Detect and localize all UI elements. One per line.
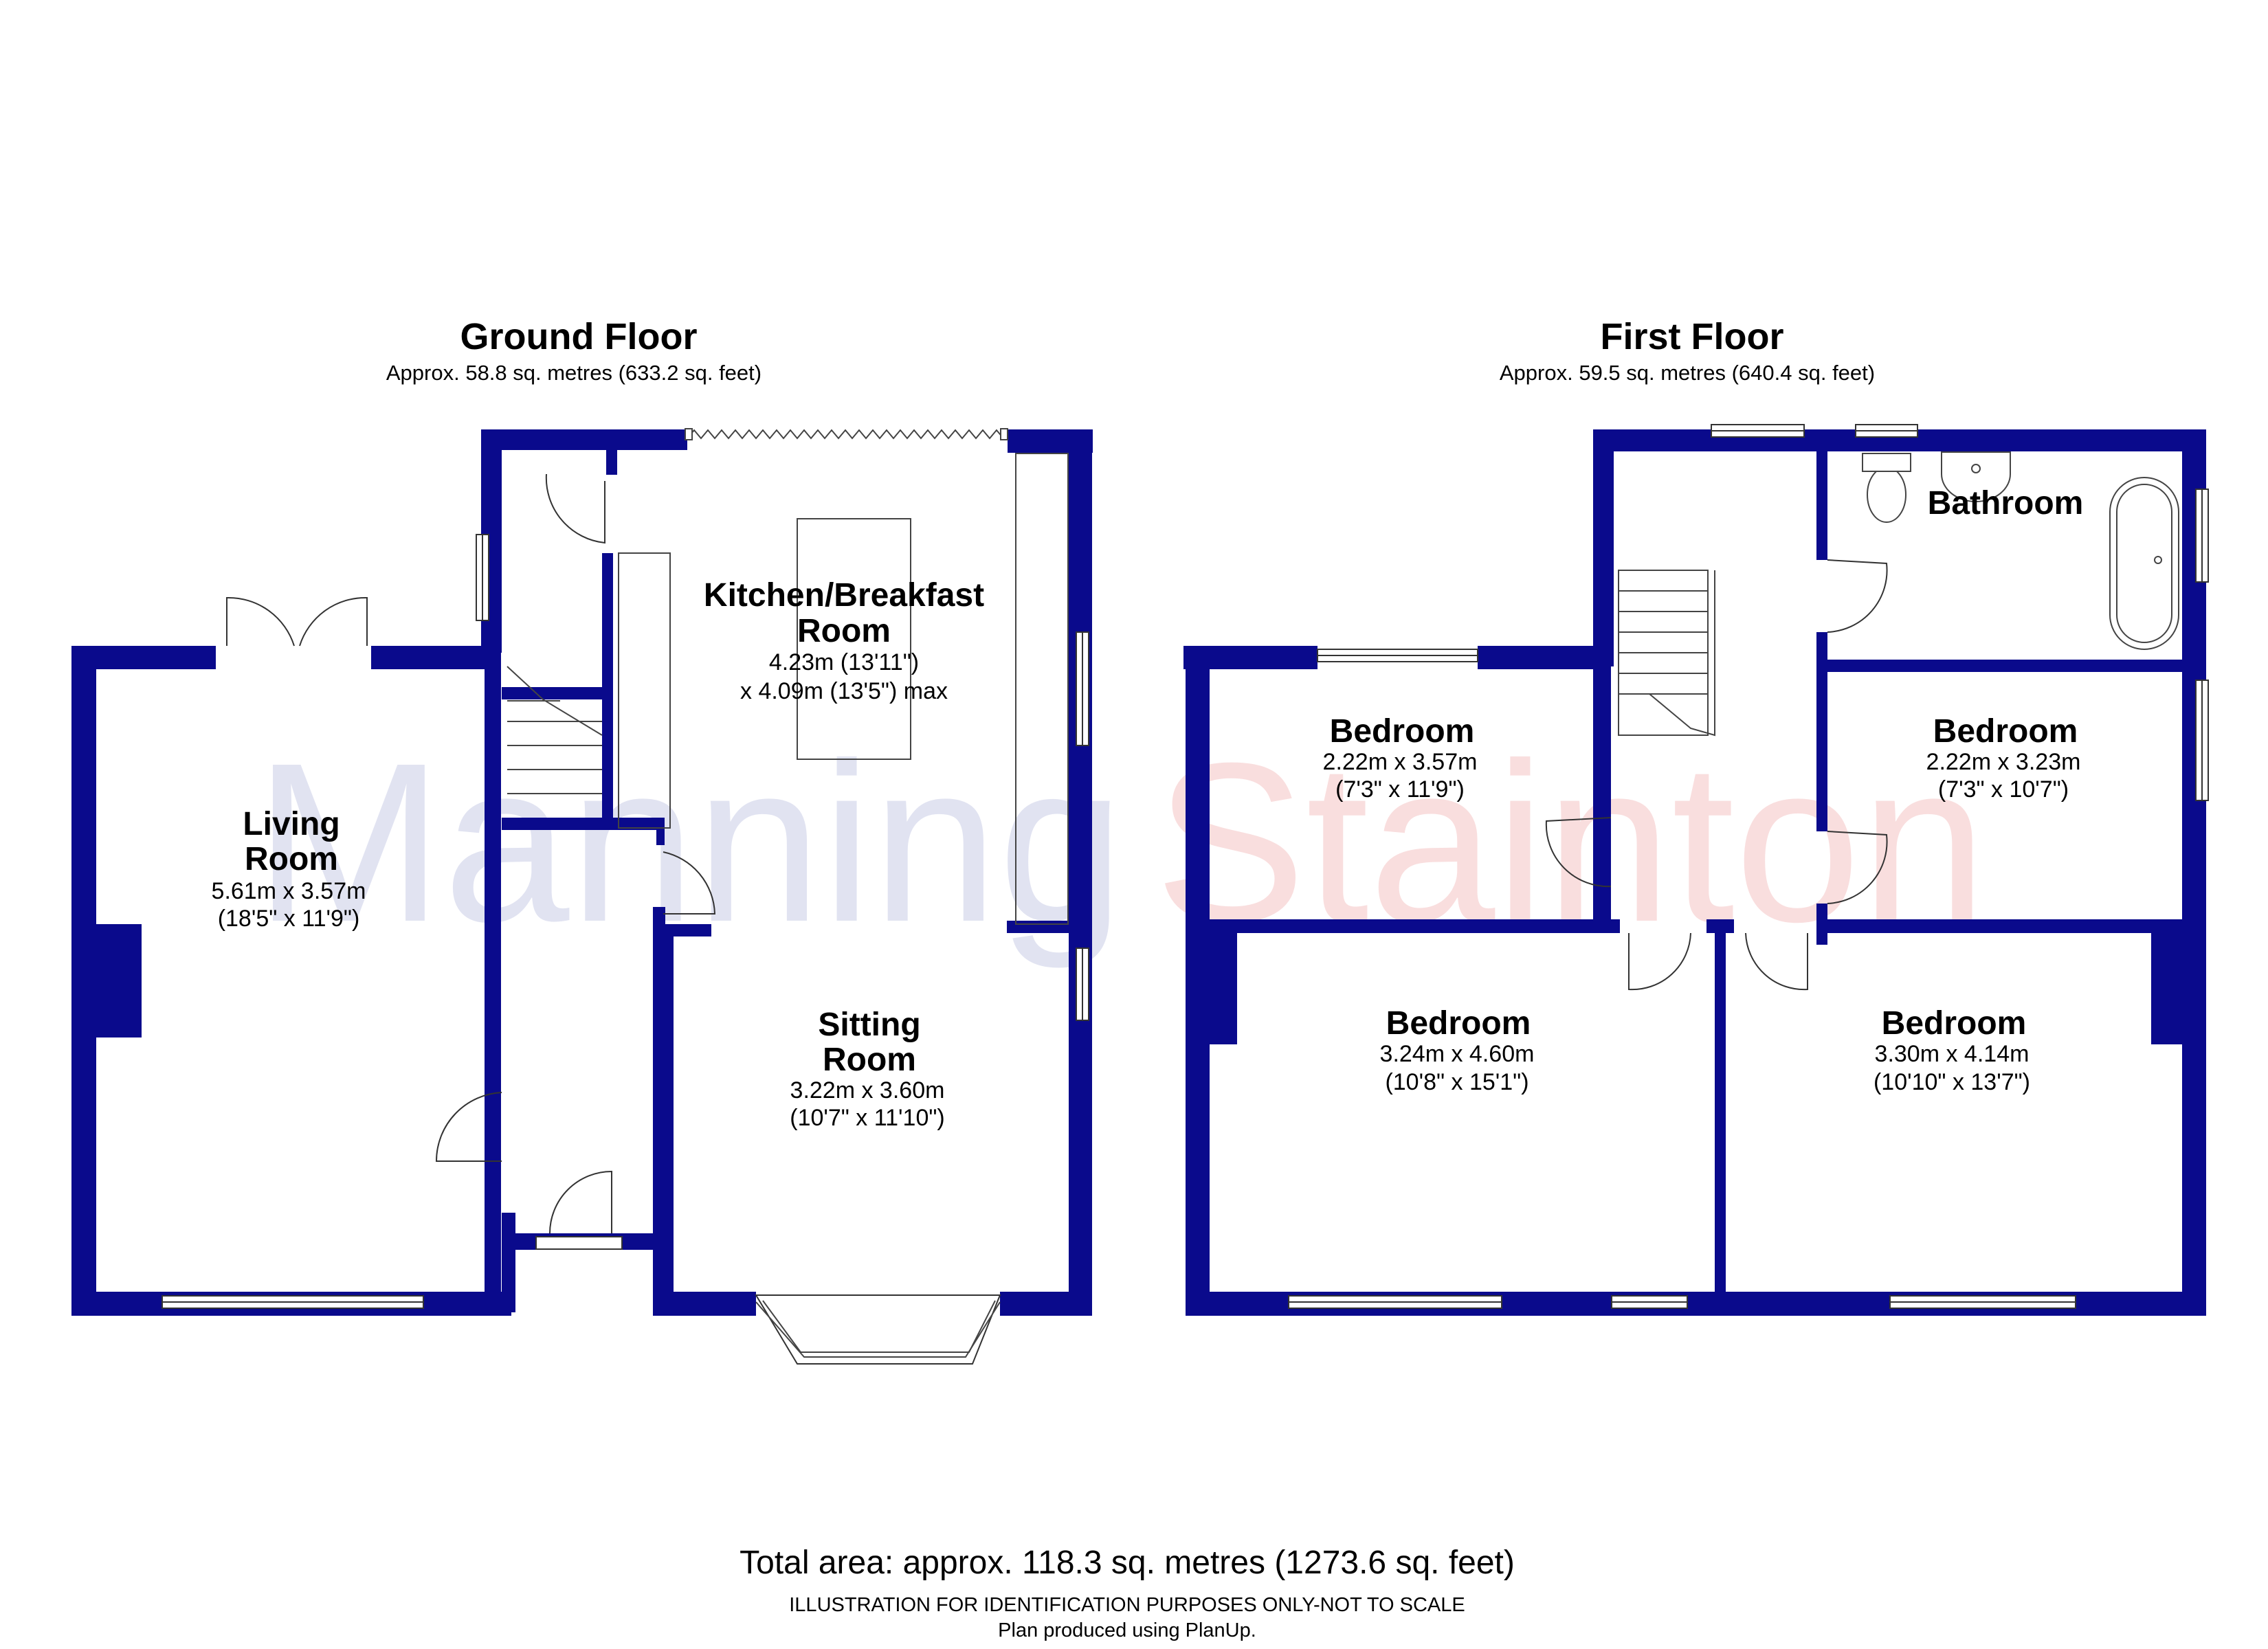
room-sitting: Sitting Room 3.22m x 3.60m (10'7" x 11'1…	[790, 1007, 945, 1131]
first-stairs	[1618, 570, 1715, 737]
ground-floor-windows	[162, 534, 1089, 1309]
kitchen-fixtures	[618, 453, 1069, 925]
sitting-room-name-line2: Room	[823, 1042, 916, 1078]
bedroom-br-dim-imperial: (10'10" x 13'7")	[1874, 1069, 2030, 1095]
sitting-room-name-line1: Sitting	[818, 1007, 920, 1043]
bedroom-br-name: Bedroom	[1882, 1005, 2027, 1042]
bifold-doors	[685, 428, 1008, 440]
bedroom-bl-dim-metric: 3.24m x 4.60m	[1380, 1041, 1535, 1067]
bathroom-name: Bathroom	[1928, 485, 2084, 521]
ground-floor-area: Approx. 58.8 sq. metres (633.2 sq. feet)	[386, 361, 761, 385]
first-doors	[1545, 559, 1888, 991]
footer: Total area: approx. 118.3 sq. metres (12…	[740, 1545, 1515, 1641]
first-floor-windows	[1288, 424, 2209, 1309]
watermark: Manning Stainton	[254, 715, 1987, 970]
bedroom-bl-dim-imperial: (10'8" x 15'1")	[1385, 1069, 1528, 1095]
room-bedroom-top-left: Bedroom 2.22m x 3.57m (7'3" x 11'9")	[1323, 713, 1478, 803]
ground-floor: Ground Floor Approx. 58.8 sq. metres (63…	[71, 316, 1093, 1365]
living-room-name-line1: Living	[243, 806, 340, 842]
produced-by: Plan produced using PlanUp.	[998, 1619, 1256, 1641]
disclaimer: ILLUSTRATION FOR IDENTIFICATION PURPOSES…	[789, 1594, 1465, 1616]
room-bedroom-bottom-right: Bedroom 3.30m x 4.14m (10'10" x 13'7")	[1874, 1005, 2030, 1095]
living-room-dim-metric: 5.61m x 3.57m	[212, 878, 366, 904]
bathroom-fixtures	[1862, 451, 2179, 650]
bay-window	[755, 1294, 1001, 1365]
kitchen-dim-line2: x 4.09m (13'5") max	[740, 678, 948, 704]
bedroom-bl-name: Bedroom	[1386, 1005, 1531, 1042]
living-room-name-line2: Room	[245, 841, 338, 877]
kitchen-name-line1: Kitchen/Breakfast	[704, 577, 984, 614]
ground-floor-title: Ground Floor	[460, 316, 698, 357]
bedroom-br-dim-metric: 3.30m x 4.14m	[1875, 1041, 2030, 1067]
ground-doors	[226, 473, 716, 1234]
first-floor-title: First Floor	[1601, 316, 1784, 357]
first-floor: First Floor Approx. 59.5 sq. metres (640…	[1183, 316, 2209, 1316]
bedroom-tl-dim-imperial: (7'3" x 11'9")	[1335, 776, 1465, 803]
kitchen-name-line2: Room	[797, 613, 891, 649]
room-living: Living Room 5.61m x 3.57m (18'5" x 11'9"…	[212, 806, 366, 932]
sitting-room-dim-metric: 3.22m x 3.60m	[790, 1077, 945, 1103]
room-bedroom-bottom-left: Bedroom 3.24m x 4.60m (10'8" x 15'1")	[1380, 1005, 1535, 1095]
bedroom-tr-name: Bedroom	[1933, 713, 2078, 750]
bedroom-tr-dim-imperial: (7'3" x 10'7")	[1938, 776, 2069, 803]
living-room-dim-imperial: (18'5" x 11'9")	[218, 906, 360, 932]
sitting-room-dim-imperial: (10'7" x 11'10")	[790, 1105, 945, 1131]
room-kitchen: Kitchen/Breakfast Room 4.23m (13'11") x …	[704, 577, 984, 704]
total-area: Total area: approx. 118.3 sq. metres (12…	[740, 1545, 1515, 1581]
room-bedroom-top-right: Bedroom 2.22m x 3.23m (7'3" x 10'7")	[1926, 713, 2081, 803]
bedroom-tl-name: Bedroom	[1330, 713, 1475, 750]
first-floor-area: Approx. 59.5 sq. metres (640.4 sq. feet)	[1500, 361, 1875, 385]
kitchen-dim-line1: 4.23m (13'11")	[769, 649, 919, 675]
ground-stairs	[507, 666, 603, 794]
bedroom-tl-dim-metric: 2.22m x 3.57m	[1323, 749, 1478, 775]
bedroom-tr-dim-metric: 2.22m x 3.23m	[1926, 749, 2081, 775]
room-bathroom: Bathroom	[1928, 485, 2084, 521]
